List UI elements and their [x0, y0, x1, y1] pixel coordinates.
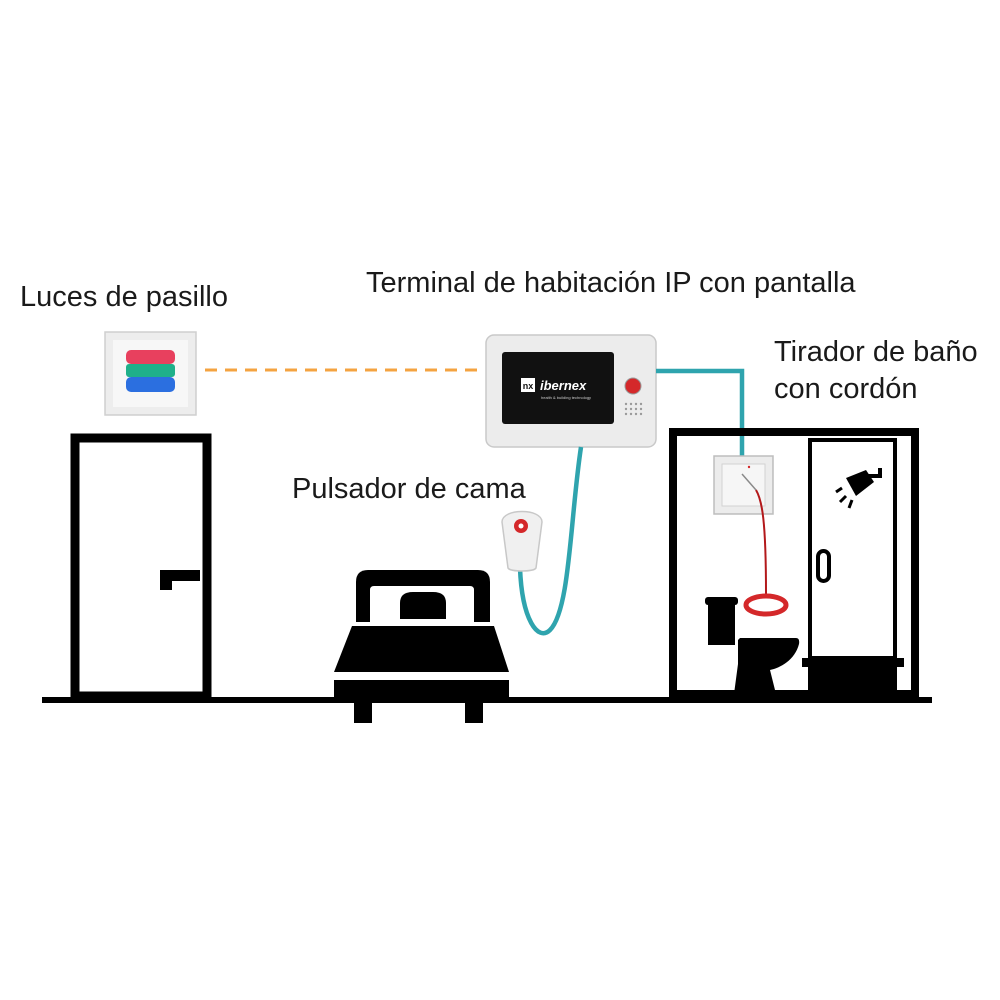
pull-cord-ring: [743, 593, 789, 617]
toilet-icon: [705, 597, 800, 694]
shower-icon: [835, 468, 882, 509]
terminal-alarm-button: [624, 377, 642, 395]
terminal-screen: [502, 352, 614, 424]
label-corridor-lights: Luces de pasillo: [20, 281, 228, 313]
floor-line: [42, 697, 932, 703]
corridor-light-red: [126, 350, 175, 364]
label-room-terminal: Terminal de habitación IP con pantalla: [366, 267, 856, 299]
bathroom-pull-device: [713, 455, 789, 617]
corridor-light-green: [126, 364, 175, 377]
bed-icon: [334, 570, 509, 723]
cable-bed: [517, 446, 584, 636]
corridor-light-device: [104, 331, 197, 416]
terminal-tagline: health & building technology: [541, 395, 591, 400]
terminal-brand: ibernex: [540, 378, 587, 393]
label-bathroom-pull: Tirador de baño con cordón: [774, 334, 978, 408]
bathroom-enclosure: [669, 428, 919, 698]
speaker-grille: [624, 402, 643, 416]
cable-bathroom: [656, 368, 745, 456]
label-bed-push: Pulsador de cama: [292, 473, 526, 505]
terminal-logo-mark: nx: [523, 381, 534, 391]
shower-door-handle: [816, 549, 831, 583]
door-icon: [70, 433, 212, 701]
pull-cord: [755, 489, 767, 595]
shower-cabin: [802, 438, 904, 696]
label-bathroom-pull-line2: con cordón: [774, 373, 918, 405]
label-bathroom-pull-line1: Tirador de baño: [774, 336, 978, 368]
bed-push-device: [501, 510, 543, 572]
corridor-light-blue: [126, 377, 175, 392]
room-terminal-device: nx ibernex health & building technology: [485, 334, 657, 448]
